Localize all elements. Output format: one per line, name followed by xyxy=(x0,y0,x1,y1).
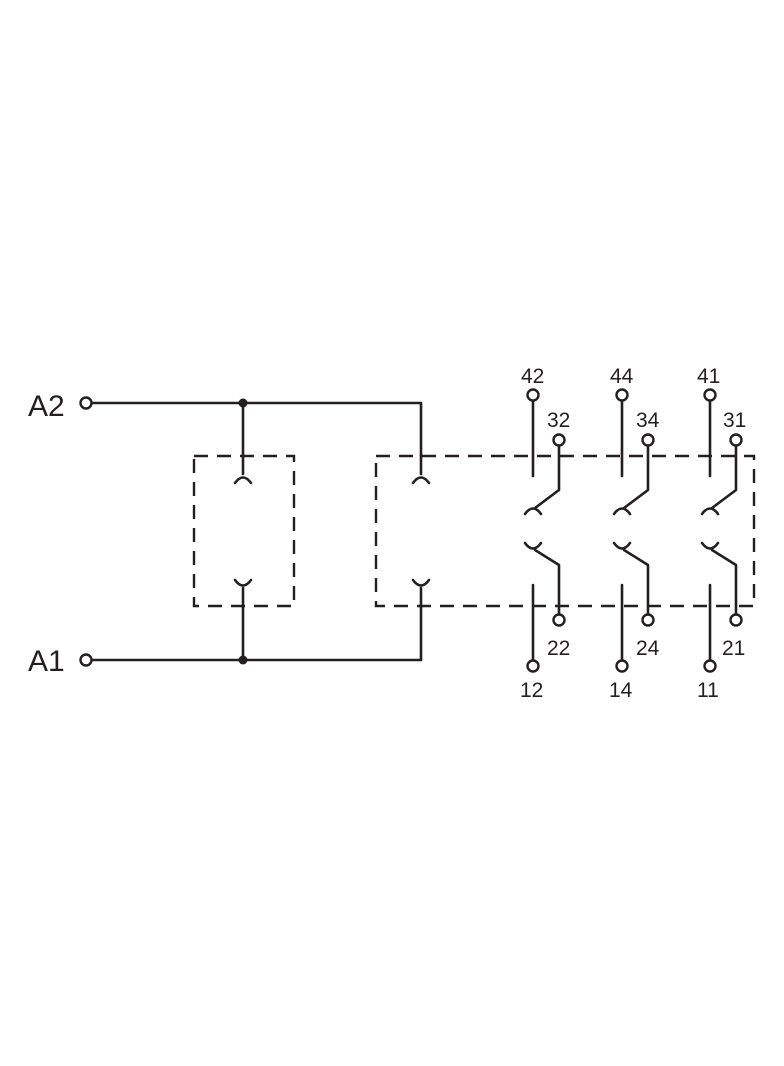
terminal-label-14: 14 xyxy=(609,679,633,702)
wire-a1 xyxy=(90,605,423,662)
terminal-a2 xyxy=(79,396,93,410)
terminal-label-a1: A1 xyxy=(28,645,65,678)
plug-connector-top-right xyxy=(411,453,431,485)
terminal-label-11: 11 xyxy=(697,679,719,702)
junction-a1 xyxy=(238,655,248,665)
terminal-label-32: 32 xyxy=(547,409,570,432)
terminal-label-24: 24 xyxy=(636,637,660,660)
terminal-label-42: 42 xyxy=(521,365,544,388)
contact-module-box xyxy=(374,454,756,608)
terminal-label-34: 34 xyxy=(636,409,660,432)
plug-connector-top-left xyxy=(233,453,253,485)
junction-a2 xyxy=(238,398,248,408)
terminal-label-44: 44 xyxy=(610,365,634,388)
terminal-label-a2: A2 xyxy=(28,390,65,423)
plug-connector-bottom-right xyxy=(411,578,431,609)
terminal-label-22: 22 xyxy=(547,637,570,660)
contact-group-2 xyxy=(612,388,655,673)
terminal-label-12: 12 xyxy=(520,679,543,702)
terminal-label-41: 41 xyxy=(697,365,720,388)
terminal-label-31: 31 xyxy=(723,409,746,432)
terminal-a1 xyxy=(79,653,93,667)
terminal-label-21: 21 xyxy=(722,637,745,660)
contact-group-1 xyxy=(523,388,566,673)
wire-a2 xyxy=(90,401,423,457)
contact-group-3 xyxy=(700,388,743,673)
plug-connector-bottom-left xyxy=(233,578,253,609)
